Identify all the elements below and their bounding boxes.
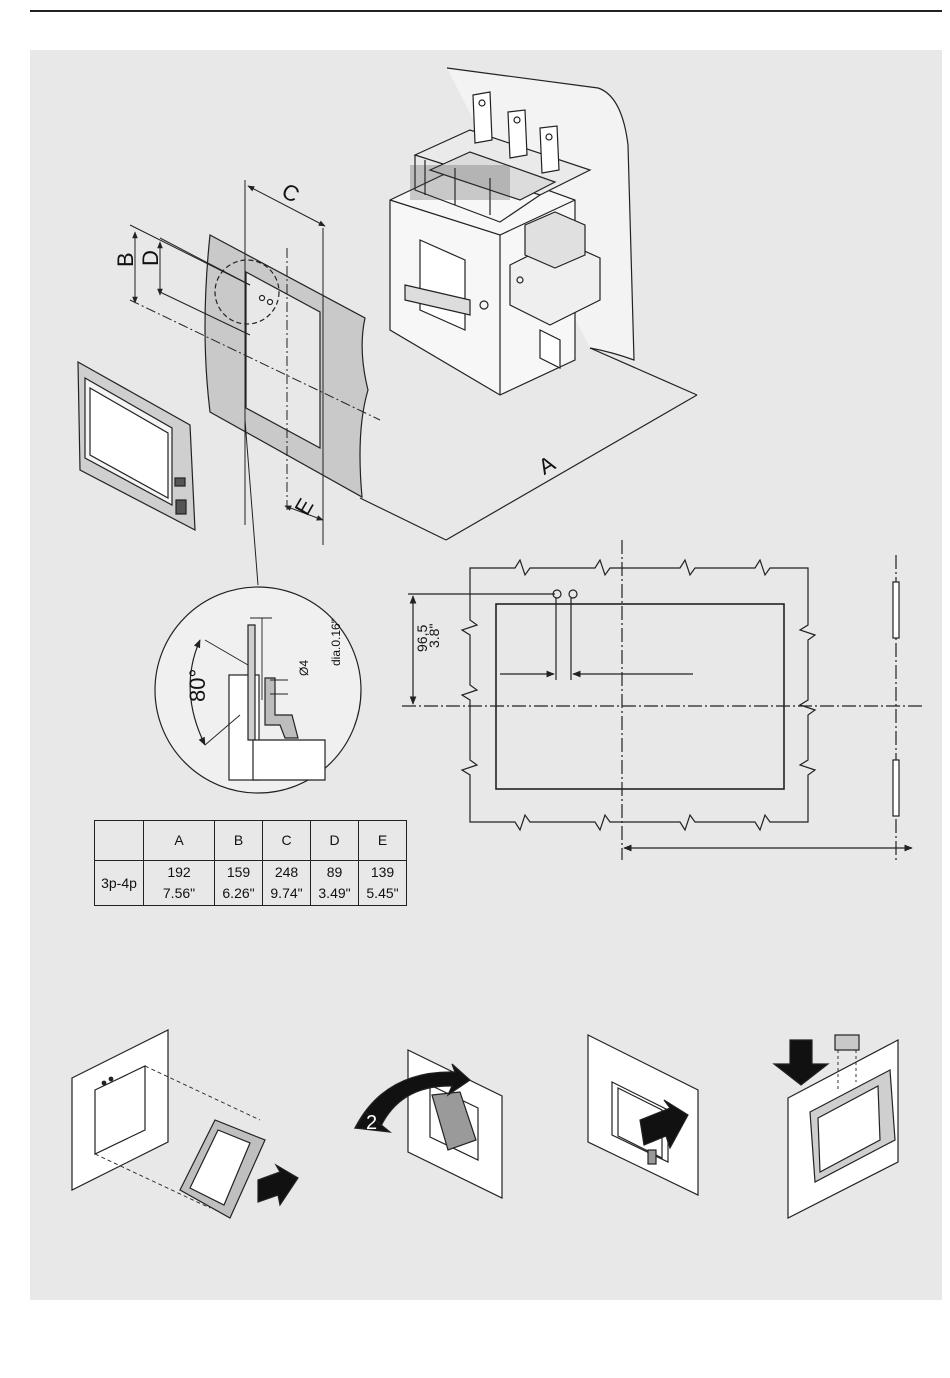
table-header-cell (95, 821, 144, 861)
table-header-cell: C (263, 821, 311, 861)
detail-angle-label: 80° (185, 669, 210, 702)
cell-mm: 89 (311, 862, 358, 883)
cell-inch: 6.26" (215, 883, 262, 904)
table-row: 3p-4p 192 7.56" 159 6.26" 248 9.74" 89 3… (95, 861, 407, 906)
dimension-label-e: E (290, 494, 319, 519)
table-row-label: 3p-4p (95, 861, 144, 906)
table-header-cell: E (359, 821, 407, 861)
table-header-row: A B C D E (95, 821, 407, 861)
cell-inch: 5.45" (359, 883, 406, 904)
hole-diameter-mm: Ø4 (297, 660, 311, 676)
dimension-table: A B C D E 3p-4p 192 7.56" 159 6.26" 248 … (94, 820, 407, 906)
dimension-label-b: B (113, 252, 138, 267)
display-unit-illustration (78, 362, 195, 530)
step-4-illustration (774, 1035, 898, 1218)
step-3-illustration (588, 1035, 698, 1195)
table-cell: 89 3.49" (311, 861, 359, 906)
table-cell: 159 6.26" (215, 861, 263, 906)
table-header-cell: A (144, 821, 215, 861)
table-header-cell: D (311, 821, 359, 861)
breaker-illustration (360, 68, 697, 540)
cell-inch: 9.74" (263, 883, 310, 904)
cell-mm: 159 (215, 862, 262, 883)
cell-mm: 192 (144, 862, 214, 883)
cell-mm: 139 (359, 862, 406, 883)
cell-inch: 3.49" (311, 883, 358, 904)
table-cell: 248 9.74" (263, 861, 311, 906)
cutout-front-view (402, 540, 922, 860)
dimension-label-a: A (534, 450, 559, 479)
hole-diameter-inch: dia.0.16" (329, 619, 343, 666)
table-header-cell: B (215, 821, 263, 861)
cell-mm: 248 (263, 862, 310, 883)
cell-inch: 7.56" (144, 883, 214, 904)
dimension-label-d: D (138, 250, 163, 266)
table-cell: 192 7.56" (144, 861, 215, 906)
cutout-offset-inch: 3.8" (426, 624, 442, 648)
step-1-illustration (72, 1030, 298, 1218)
step-number-2: 2 (366, 1112, 377, 1134)
table-cell: 139 5.45" (359, 861, 407, 906)
